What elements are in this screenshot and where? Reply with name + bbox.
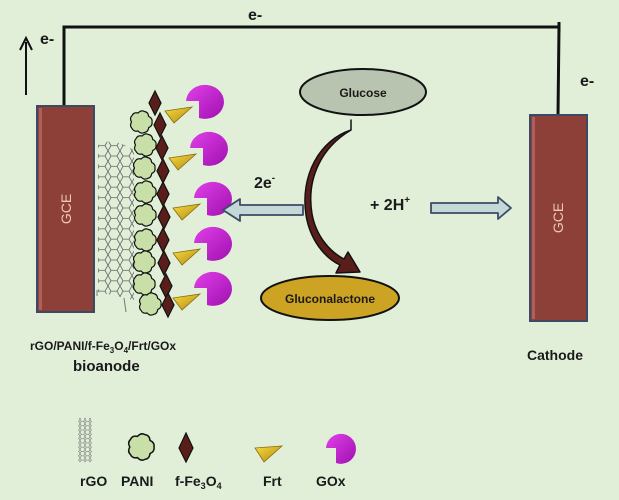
fe3o4-particle	[153, 111, 167, 139]
fe3o4-particle	[156, 157, 170, 185]
fe3o4-particle	[148, 89, 162, 117]
frt-molecule	[164, 106, 194, 124]
cathode-gce-label: GCE	[550, 203, 566, 233]
pani-cluster	[133, 133, 157, 157]
legend-item-gox: GOx	[316, 433, 356, 489]
frt-molecule	[172, 203, 202, 221]
fe3o4-particle	[159, 272, 173, 300]
gox-icon	[326, 433, 356, 464]
anode-composition-label: rGO/PANI/f-Fe3O4/Frt/GOx	[30, 339, 176, 355]
glucose-label: Glucose	[339, 86, 387, 100]
wire-right-electron-label: e-	[580, 73, 594, 90]
legend-label-fe3o4: f-Fe3O4	[175, 473, 222, 491]
anode-role-label: bioanode	[73, 358, 140, 375]
fe3o4-particle	[161, 291, 175, 319]
glucose-node: Glucose	[299, 68, 427, 116]
fe3o4-particle	[157, 249, 171, 277]
pani-cluster	[138, 292, 162, 316]
pani-cluster	[133, 203, 157, 227]
reaction-curved-arrow	[304, 119, 361, 274]
pani-cluster	[133, 228, 157, 252]
wire-left-electron-label: e-	[40, 31, 54, 48]
legend-label-rgo: rGO	[80, 473, 107, 489]
frt-gox-pairs	[164, 84, 232, 311]
legend-label-gox: GOx	[316, 473, 346, 489]
pani-clusters	[129, 110, 162, 316]
frt-molecule	[172, 293, 202, 311]
electron-transfer-arrow-icon	[222, 198, 304, 222]
fe3o4-icon	[178, 431, 194, 464]
fe3o4-particle	[157, 203, 171, 231]
frt-icon	[254, 445, 284, 463]
fe3o4-particle	[156, 180, 170, 208]
pani-cluster	[129, 110, 153, 134]
frt-molecule	[168, 153, 198, 171]
legend-item-frt: Frt	[254, 445, 284, 489]
pani-cluster	[132, 156, 156, 180]
gox-enzyme	[194, 271, 232, 306]
gox-enzyme	[194, 181, 232, 216]
protons-label: + 2H+	[370, 195, 410, 214]
rgo-graphene-sheet	[96, 141, 134, 313]
gox-enzyme	[186, 84, 224, 119]
legend-label-frt: Frt	[263, 473, 282, 489]
pani-cluster	[132, 250, 156, 274]
proton-transfer-arrow-icon	[430, 196, 512, 220]
legend-item-rgo: rGO	[78, 418, 107, 489]
frt-molecule	[172, 248, 202, 266]
cathode-electrode: GCE	[529, 114, 588, 322]
anode-electrode: GCE	[36, 105, 95, 313]
gluconalactone-node: Gluconalactone	[260, 275, 400, 321]
wire-top-electron-label: e-	[248, 7, 262, 24]
legend: rGO PANI f-Fe3O4 Frt GOx	[78, 418, 356, 491]
pani-cluster	[133, 180, 157, 204]
gox-enzyme	[190, 131, 228, 166]
gluconalactone-label: Gluconalactone	[285, 292, 375, 306]
fe3o4-particle	[156, 226, 170, 254]
gox-enzyme	[194, 226, 232, 261]
legend-item-pani: PANI	[121, 433, 155, 489]
legend-label-pani: PANI	[121, 473, 153, 489]
external-circuit-wire	[62, 25, 561, 116]
anode-gce-label: GCE	[58, 194, 74, 224]
pani-cluster	[132, 272, 156, 296]
pani-icon	[127, 433, 155, 461]
legend-item-fe3o4: f-Fe3O4	[175, 431, 222, 491]
electrons-label: 2e-	[254, 173, 275, 192]
fe3o4-chain	[148, 89, 175, 319]
rgo-icon	[78, 418, 92, 462]
electron-flow-up-arrow-icon	[19, 35, 33, 95]
fe3o4-particle	[155, 134, 169, 162]
cathode-role-label: Cathode	[527, 347, 583, 363]
